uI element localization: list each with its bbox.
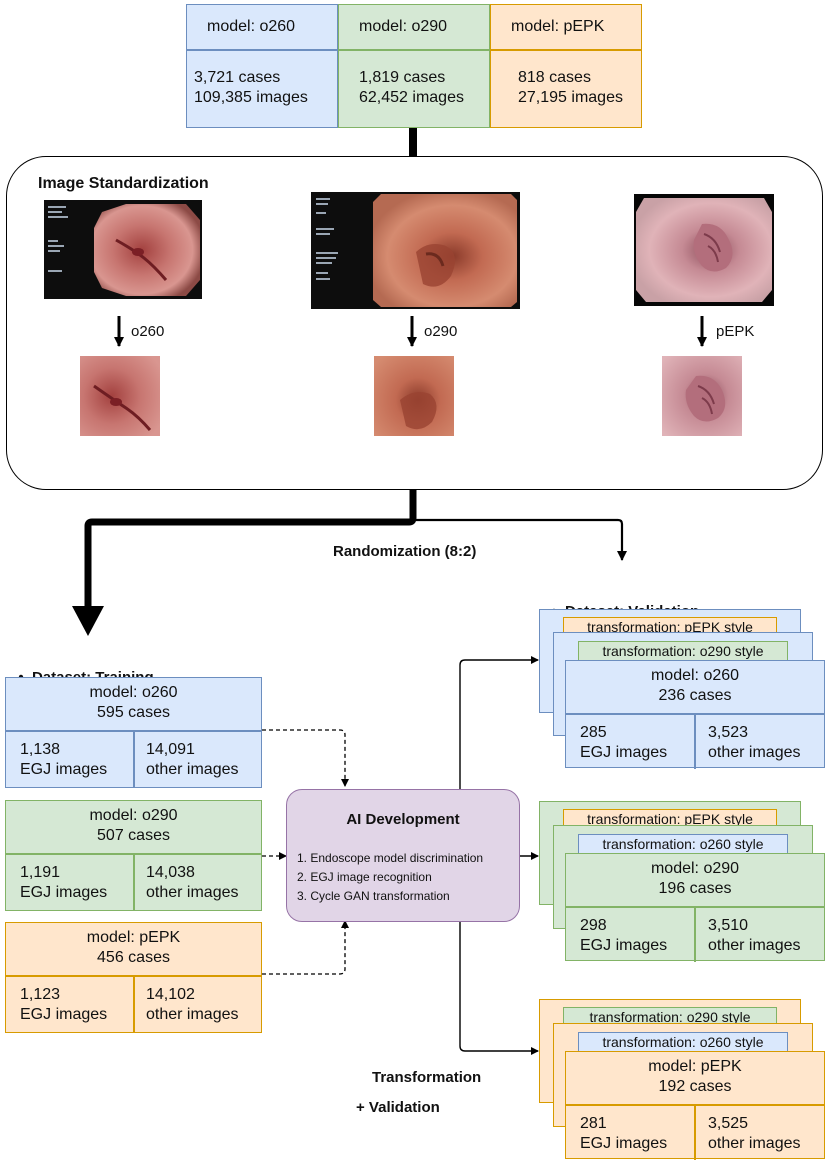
ai-item-1: 1. Endoscope model discrimination (297, 851, 484, 865)
training-model: model: o290 (89, 807, 178, 824)
training-model: model: o260 (89, 684, 178, 701)
transformation-label: Transformation (372, 1069, 482, 1086)
training-arrowhead (72, 606, 104, 636)
val-other-label: other images (708, 1135, 801, 1152)
top-model-images: 62,452 images (359, 89, 464, 106)
training-egj-count: 1,123 (20, 986, 61, 1003)
top-model-name: model: pEPK (511, 18, 605, 35)
top-model-name: model: o260 (207, 18, 296, 35)
training-box-pepk: model: pEPK 456 cases 1,123 EGJ images 1… (5, 922, 262, 1033)
standardization-to-training-path (84, 490, 417, 610)
val-pepk-transform-label-2: transformation: o260 style (578, 1032, 788, 1053)
val-o290-box: model: o290 196 cases 298 EGJ images 3,5… (565, 853, 825, 962)
val-other-count: 3,525 (708, 1115, 749, 1132)
standardization-title: Image Standardization (38, 175, 209, 192)
standardized-image-o260 (80, 356, 160, 436)
endoscope-image-o290 (311, 192, 520, 309)
standardized-image-pepk (662, 356, 742, 436)
training-egj-label: EGJ images (20, 884, 108, 901)
training-cases: 507 cases (97, 827, 170, 844)
training-other-label: other images (146, 1006, 239, 1023)
standardization-panel (6, 156, 823, 490)
plus-validation-label: + Validation (356, 1099, 440, 1116)
training-other-count: 14,091 (146, 741, 195, 758)
val-egj-count: 298 (580, 917, 607, 934)
top-model-name: model: o290 (359, 18, 448, 35)
training-box-o290: model: o290 507 cases 1,191 EGJ images 1… (5, 800, 262, 911)
val-egj-count: 285 (580, 724, 607, 741)
ai-item-2: 2. EGJ image recognition (297, 870, 432, 884)
training-other-count: 14,038 (146, 864, 195, 881)
split-to-validation-path (416, 518, 627, 561)
val-other-count: 3,523 (708, 724, 749, 741)
training-box-o260: model: o260 595 cases 1,138 EGJ images 1… (5, 677, 262, 788)
ai-item-3: 3. Cycle GAN transformation (297, 889, 450, 903)
divider (694, 713, 696, 769)
val-egj-label: EGJ images (580, 1135, 668, 1152)
val-o260-box: model: o260 236 cases 285 EGJ images 3,5… (565, 660, 825, 769)
val-o290-transform-label-2: transformation: o260 style (578, 834, 788, 855)
training-other-label: other images (146, 761, 239, 778)
val-other-count: 3,510 (708, 917, 749, 934)
ai-to-val-o260-line (459, 656, 539, 789)
val-other-label: other images (708, 937, 801, 954)
std-arrow-label-o260: o260 (131, 323, 165, 340)
endoscope-image-pepk (634, 194, 774, 306)
divider (133, 730, 135, 788)
training-cases: 456 cases (97, 949, 170, 966)
randomization-label: Randomization (8:2) (333, 543, 477, 560)
training-egj-label: EGJ images (20, 1006, 108, 1023)
training-model: model: pEPK (86, 929, 181, 946)
training-egj-label: EGJ images (20, 761, 108, 778)
training-egj-count: 1,191 (20, 864, 61, 881)
val-model: model: o260 (650, 667, 740, 684)
top-model-cases: 818 cases (518, 69, 591, 86)
val-model: model: o290 (650, 860, 740, 877)
top-model-o290-box: model: o290 1,819 cases 62,452 images (338, 4, 490, 128)
val-egj-label: EGJ images (580, 744, 668, 761)
std-arrow-label-o290: o290 (424, 323, 458, 340)
top-model-cases: 3,721 cases (194, 69, 281, 86)
top-model-pepk-box: model: pEPK 818 cases 27,195 images (490, 4, 642, 128)
training-cases: 595 cases (97, 704, 170, 721)
train-o260-to-ai-dashed (262, 729, 349, 787)
val-other-label: other images (708, 744, 801, 761)
training-egj-count: 1,138 (20, 741, 61, 758)
top-model-images: 27,195 images (518, 89, 623, 106)
endoscope-image-o260 (44, 200, 202, 299)
train-pepk-to-ai-dashed (262, 920, 349, 975)
standardized-image-o290 (374, 356, 454, 436)
top-model-images: 109,385 images (194, 89, 308, 106)
val-o260-transform-label-2: transformation: o290 style (578, 641, 788, 662)
ai-development-box: AI Development 1. Endoscope model discri… (286, 789, 520, 922)
std-arrow-label-pepk: pEPK (716, 323, 755, 340)
top-model-o260-box: model: o260 3,721 cases 109,385 images (186, 4, 338, 128)
divider (694, 906, 696, 962)
divider (694, 1104, 696, 1160)
divider (133, 975, 135, 1033)
training-other-count: 14,102 (146, 986, 195, 1003)
divider (187, 49, 337, 51)
val-egj-label: EGJ images (580, 937, 668, 954)
val-cases: 236 cases (658, 687, 732, 704)
ai-to-val-pepk-line (459, 922, 539, 1055)
val-egj-count: 281 (580, 1115, 607, 1132)
divider (339, 49, 489, 51)
val-o290-transform-label-1: transformation: pEPK style (563, 809, 777, 830)
ai-development-title: AI Development (346, 811, 460, 828)
divider (491, 49, 641, 51)
top-model-cases: 1,819 cases (359, 69, 446, 86)
val-cases: 192 cases (658, 1078, 732, 1095)
val-pepk-box: model: pEPK 192 cases 281 EGJ images 3,5… (565, 1051, 825, 1160)
divider (133, 853, 135, 911)
val-cases: 196 cases (658, 880, 732, 897)
training-other-label: other images (146, 884, 239, 901)
val-model: model: pEPK (648, 1058, 742, 1075)
